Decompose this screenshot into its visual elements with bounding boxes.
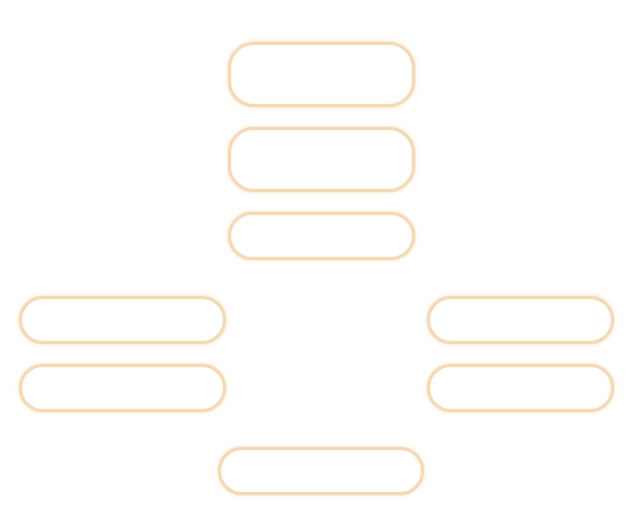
- bottom-block-1: [218, 447, 424, 495]
- top-block-1: [228, 42, 415, 107]
- right-block-2: [427, 364, 614, 412]
- top-block-2: [228, 127, 415, 192]
- left-block-1: [19, 296, 226, 344]
- right-block-1: [427, 296, 614, 344]
- top-block-3: [228, 212, 415, 260]
- left-block-2: [19, 364, 226, 412]
